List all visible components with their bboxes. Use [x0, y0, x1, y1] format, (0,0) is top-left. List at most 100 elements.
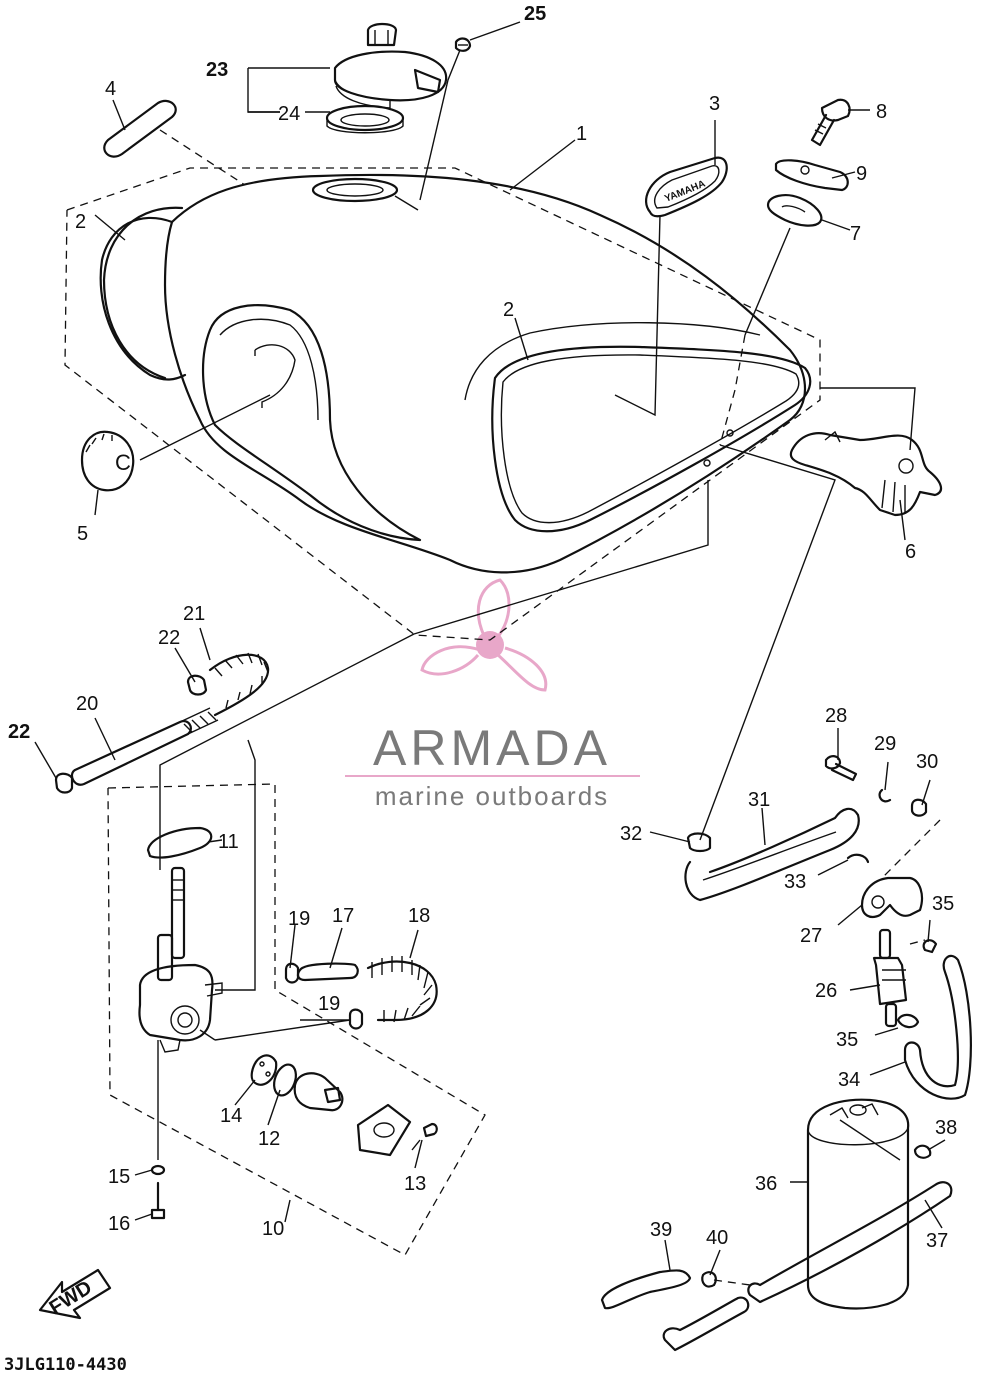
fuel-filter-26 [872, 928, 908, 1028]
fuel-hose-34 [903, 954, 972, 1100]
yamaha-badge: YAMAHA [644, 156, 728, 218]
callout-24: 24 [278, 103, 300, 125]
plate-9 [774, 159, 849, 192]
o-ring-11 [146, 826, 213, 859]
screw-25 [454, 37, 472, 52]
callout-5: 5 [77, 523, 88, 545]
propeller-logo-icon [420, 578, 548, 692]
drain-hose-39 [600, 1269, 692, 1310]
callout-27: 27 [800, 925, 822, 947]
valve-disc-14 [250, 1054, 278, 1086]
cap-glyph: C [115, 450, 131, 475]
callout-39: 39 [650, 1219, 672, 1241]
callout-11: 11 [218, 831, 239, 853]
washer-7 [766, 194, 823, 227]
bolt-8 [810, 98, 851, 147]
callout-33: 33 [784, 871, 806, 893]
fuel-hose-17 [296, 962, 359, 982]
fwd-label: FWD [46, 1277, 96, 1320]
screw-13 [411, 1122, 438, 1151]
hose-clamp-19b [348, 1008, 364, 1030]
fuel-tank [99, 173, 812, 574]
callout-8: 8 [876, 101, 887, 123]
hose-clamp-22b [54, 772, 74, 794]
fuel-cock-assembly-envelope [107, 783, 486, 1256]
fuel-cock-lever [293, 1072, 344, 1112]
hose-clip-35a [922, 939, 938, 954]
callout-7: 7 [850, 223, 861, 245]
hose-clip-35b [896, 1013, 920, 1029]
callout-40: 40 [706, 1227, 728, 1249]
callout-15: 15 [108, 1166, 130, 1188]
vent-hose-37 [747, 1181, 953, 1304]
diagram-code: 3JLG110-4430 [4, 1355, 127, 1375]
callout-18: 18 [408, 905, 430, 927]
hose-clip-32 [686, 832, 712, 853]
watermark-brand: ARMADA [373, 720, 611, 776]
fuel-hose-18 [366, 956, 438, 1023]
callout-numbers: 1 2 2 3 4 5 6 7 8 9 10 11 12 13 14 15 16… [8, 3, 957, 1252]
callout-31: 31 [748, 789, 770, 811]
filter-bracket-27 [860, 876, 924, 919]
filler-cap [333, 22, 448, 109]
callout-1: 1 [576, 123, 587, 145]
fuel-cock-body [138, 866, 223, 1053]
callout-17: 17 [332, 905, 354, 927]
clip-29 [878, 788, 892, 803]
callout-9: 9 [856, 163, 867, 185]
hose-clamp-19a [284, 962, 300, 984]
callout-21: 21 [183, 603, 205, 625]
callout-25: 25 [524, 3, 546, 25]
callout-6: 6 [905, 541, 916, 563]
hose-clamp-22a [186, 674, 208, 696]
callout-29: 29 [874, 733, 896, 755]
callout-37: 37 [926, 1230, 948, 1252]
hose-clip-38 [913, 1144, 932, 1159]
grommet-strip [103, 99, 177, 158]
fuel-pipe-20 [70, 707, 219, 786]
callout-36: 36 [755, 1173, 777, 1195]
callout-30: 30 [916, 751, 938, 773]
callout-35a: 35 [932, 893, 954, 915]
callout-22a: 22 [158, 627, 180, 649]
callout-2b: 2 [503, 299, 514, 321]
callout-20: 20 [76, 693, 98, 715]
screw-16 [150, 1181, 166, 1220]
damper-cap: C [80, 430, 135, 492]
leader-lines [34, 21, 946, 1286]
callout-23: 23 [206, 59, 228, 81]
callout-16: 16 [108, 1213, 130, 1235]
watermark-tagline: marine outboards [375, 781, 609, 811]
tank-bracket [789, 430, 943, 517]
callout-38: 38 [935, 1117, 957, 1139]
armada-watermark: ARMADA marine outboards [345, 578, 640, 811]
callout-14: 14 [220, 1105, 242, 1127]
callout-22b: 22 [8, 721, 30, 743]
callout-32: 32 [620, 823, 642, 845]
callout-19b: 19 [318, 993, 340, 1015]
callout-19a: 19 [288, 908, 310, 930]
callout-35b: 35 [836, 1029, 858, 1051]
tank-assembly-envelope [64, 167, 821, 641]
cock-gasket-plate [356, 1103, 412, 1157]
hose-clip-40 [701, 1271, 717, 1288]
callout-26: 26 [815, 980, 837, 1002]
filler-gasket [325, 104, 405, 134]
callout-2a: 2 [75, 211, 86, 233]
bolt-28 [824, 755, 858, 782]
washer-15 [150, 1164, 166, 1176]
clip-33 [846, 853, 870, 864]
fuel-hose-21 [208, 652, 270, 717]
charcoal-canister-36 [806, 1098, 910, 1310]
drain-hose-short [662, 1296, 750, 1352]
callout-28: 28 [825, 705, 847, 727]
fwd-arrow-icon: FWD [38, 1268, 112, 1320]
tank-cover-left [102, 206, 184, 380]
callout-34: 34 [838, 1069, 860, 1091]
callout-13: 13 [404, 1173, 426, 1195]
callout-10: 10 [262, 1218, 284, 1240]
callout-4: 4 [105, 78, 116, 100]
nut-30 [910, 798, 928, 817]
callout-3: 3 [709, 93, 720, 115]
